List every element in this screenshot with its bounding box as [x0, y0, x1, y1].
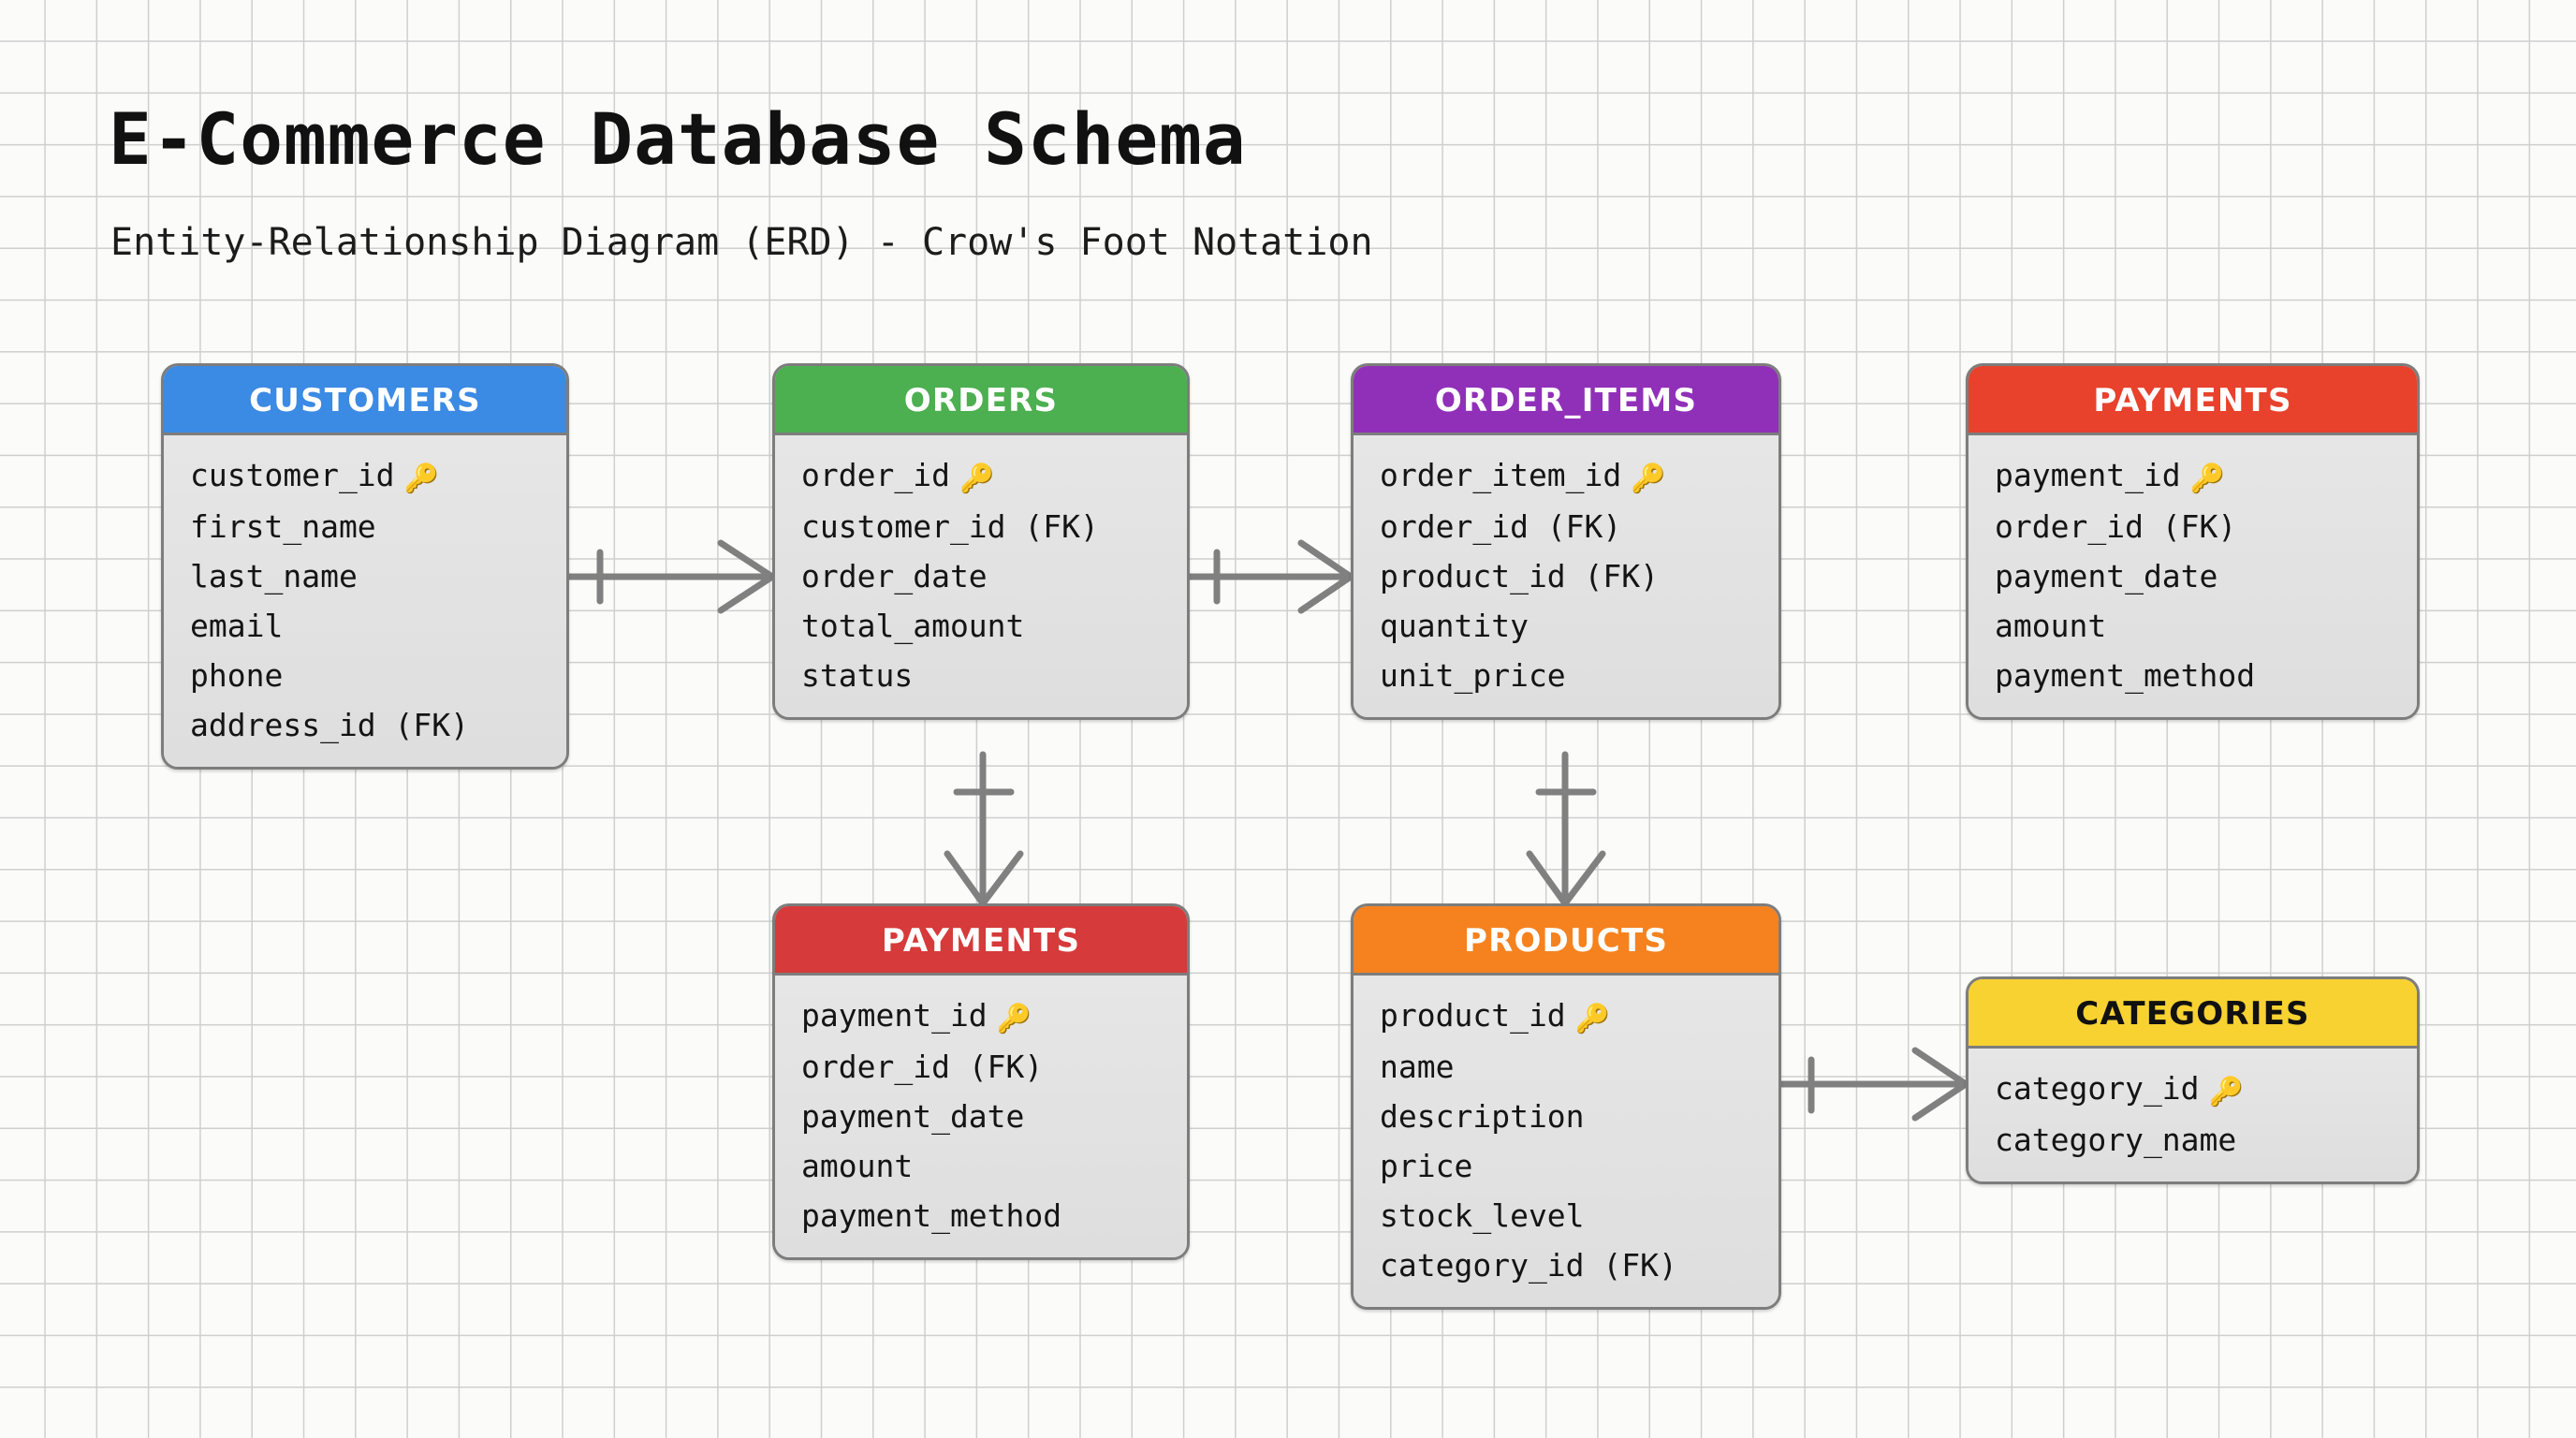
relationship-customers-orders: [565, 539, 776, 614]
primary-key-icon: 🔑: [403, 462, 439, 495]
field-row: order_id (FK): [801, 1049, 1044, 1085]
field-row: product_id (FK): [1380, 558, 1660, 594]
entity-customers[interactable]: CUSTOMERS customer_id🔑 first_name last_n…: [161, 363, 569, 770]
field-row: category_name: [1995, 1122, 2237, 1158]
field-row: order_id (FK): [1995, 508, 2237, 545]
primary-key-icon: 🔑: [2189, 462, 2226, 495]
field-row: address_id (FK): [190, 707, 470, 743]
entity-header-order-items: ORDER_ITEMS: [1354, 366, 1778, 435]
entity-header-payments-top: PAYMENTS: [1969, 366, 2417, 435]
entity-fields-payments-bottom: payment_id🔑 order_id (FK) payment_date a…: [775, 976, 1187, 1257]
entity-categories[interactable]: CATEGORIES category_id🔑 category_name: [1966, 976, 2420, 1184]
field-row: customer_id🔑: [164, 450, 566, 502]
entity-fields-products: product_id🔑 name description price stock…: [1354, 976, 1778, 1307]
field-row: order_date: [801, 558, 988, 594]
field-row: email: [190, 608, 284, 644]
entity-fields-order-items: order_item_id 🔑 order_id (FK) product_id …: [1354, 435, 1778, 717]
primary-key-icon: 🔑: [996, 1003, 1032, 1035]
field-row: total_amount: [801, 608, 1025, 644]
field-row: customer_id (FK): [801, 508, 1099, 545]
relationship-order-items-products: [1526, 751, 1606, 907]
field-row: payment_method: [801, 1197, 1062, 1234]
field-row: payment_id🔑: [1969, 450, 2417, 502]
field-row: order_id 🔑: [775, 450, 1187, 502]
field-row: status: [801, 657, 914, 694]
page-subtitle: Entity-Relationship Diagram (ERD) - Crow…: [110, 221, 1373, 264]
field-row: phone: [190, 657, 284, 694]
primary-key-icon: 🔑: [2208, 1076, 2244, 1108]
field-row: description: [1380, 1098, 1585, 1135]
relationship-orders-order-items: [1186, 539, 1354, 614]
field-label: payment_id: [801, 997, 988, 1034]
primary-key-icon: 🔑: [1631, 462, 1666, 495]
entity-payments-top[interactable]: PAYMENTS payment_id🔑 order_id (FK) payme…: [1966, 363, 2420, 720]
field-label: product_id: [1380, 997, 1566, 1034]
entity-fields-categories: category_id🔑 category_name: [1969, 1049, 2417, 1181]
field-row: last_name: [190, 558, 358, 594]
field-row: amount: [1995, 608, 2107, 644]
entity-header-payments-bottom: PAYMENTS: [775, 906, 1187, 976]
field-row: category_id🔑: [1969, 1064, 2417, 1115]
field-row: payment_date: [1995, 558, 2218, 594]
field-row: stock_level: [1380, 1197, 1585, 1234]
field-row: unit_price: [1380, 657, 1566, 694]
field-row: name: [1380, 1049, 1455, 1085]
field-label: customer_id: [190, 457, 395, 493]
primary-key-icon: 🔑: [1574, 1003, 1611, 1035]
entity-products[interactable]: PRODUCTS product_id🔑 name description pr…: [1351, 903, 1781, 1310]
field-row: category_id (FK): [1380, 1247, 1677, 1284]
relationship-products-categories: [1775, 1047, 1969, 1122]
entity-header-categories: CATEGORIES: [1969, 979, 2417, 1049]
field-label: order_item_id: [1380, 457, 1622, 493]
entity-fields-orders: order_id 🔑 customer_id (FK) order_date to…: [775, 435, 1187, 717]
entity-header-orders: ORDERS: [775, 366, 1187, 435]
field-label: category_id: [1995, 1070, 2200, 1107]
field-row: first_name: [190, 508, 376, 545]
field-row: order_item_id 🔑: [1354, 450, 1778, 502]
entity-fields-customers: customer_id🔑 first_name last_name email …: [164, 435, 566, 767]
entity-fields-payments-top: payment_id🔑 order_id (FK) payment_date a…: [1969, 435, 2417, 717]
entity-header-customers: CUSTOMERS: [164, 366, 566, 435]
field-row: quantity: [1380, 608, 1529, 644]
field-row: amount: [801, 1148, 914, 1184]
primary-key-icon: 🔑: [959, 462, 995, 495]
field-label: payment_id: [1995, 457, 2181, 493]
field-row: payment_date: [801, 1098, 1025, 1135]
entity-orders[interactable]: ORDERS order_id 🔑 customer_id (FK) order_…: [772, 363, 1190, 720]
entity-order-items[interactable]: ORDER_ITEMS order_item_id 🔑 order_id (FK)…: [1351, 363, 1781, 720]
page-title: E-Commerce Database Schema: [109, 97, 1247, 181]
field-row: product_id🔑: [1354, 990, 1778, 1042]
entity-header-products: PRODUCTS: [1354, 906, 1778, 976]
field-row: payment_id🔑: [775, 990, 1187, 1042]
field-row: price: [1380, 1148, 1473, 1184]
relationship-orders-payments: [944, 751, 1024, 907]
field-label: order_id: [801, 457, 950, 493]
entity-payments-bottom[interactable]: PAYMENTS payment_id🔑 order_id (FK) payme…: [772, 903, 1190, 1260]
field-row: order_id (FK): [1380, 508, 1622, 545]
field-row: payment_method: [1995, 657, 2256, 694]
